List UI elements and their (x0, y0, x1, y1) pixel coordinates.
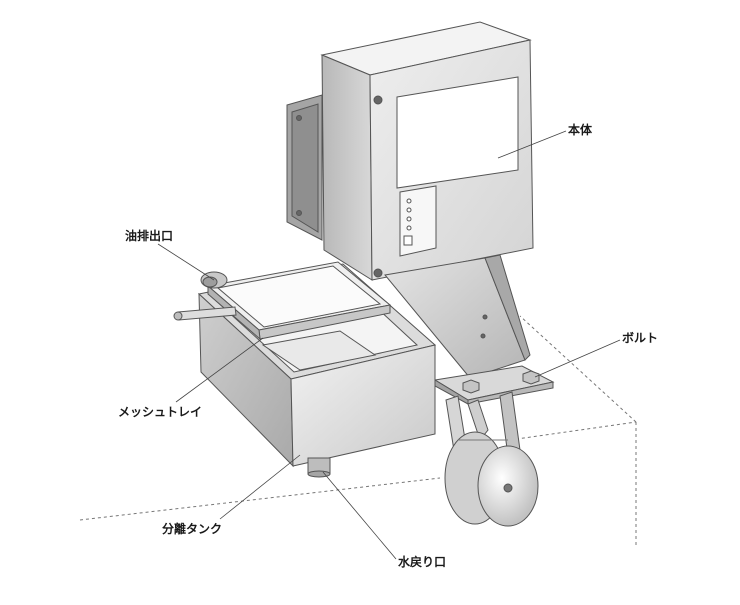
main-body-label: 本体 (568, 123, 593, 137)
leader-lines (157, 130, 621, 560)
display-window (396, 76, 519, 189)
leader-oil-outlet (157, 243, 215, 281)
water-return-label: 水戻り口 (398, 555, 447, 569)
bolt-label: ボルト (622, 331, 659, 345)
mounting-plate (286, 94, 323, 241)
leader-mesh-tray (175, 337, 264, 403)
oil-outlet-label: 油排出口 (125, 229, 174, 243)
leader-main-body (497, 130, 567, 159)
floor-outline (79, 315, 637, 545)
caster-wheel (444, 391, 539, 527)
leader-water-return (322, 471, 397, 560)
leader-bolt (534, 339, 621, 378)
mesh-tray (206, 261, 392, 341)
bracket-arm (384, 254, 531, 379)
hex-bolt-left (462, 379, 480, 394)
mesh-tray-label: メッシュトレイ (118, 405, 203, 419)
leader-separation-tank (219, 454, 301, 520)
main-body-box (320, 21, 534, 281)
hex-bolt-right (522, 370, 540, 385)
separation-tank-label: 分離タンク (162, 522, 223, 536)
